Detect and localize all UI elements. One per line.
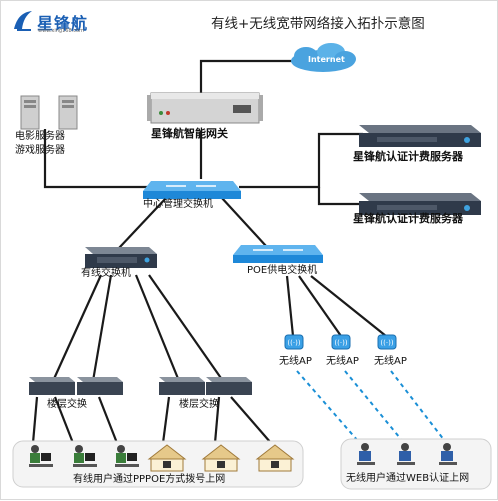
laptop-user-icon	[357, 443, 457, 465]
wireless-users-label: 无线用户通过WEB认证上网	[346, 473, 470, 484]
billing-server-label-2: 星锋航认证计费服务器	[353, 212, 463, 225]
link-servers-core	[43, 129, 151, 189]
access-point-label-2: 无线AP	[326, 356, 359, 367]
link-wired-floor3	[134, 274, 181, 382]
brand-logo: 星锋航 www.xing168.com	[7, 6, 107, 36]
link-floor-user3	[97, 396, 119, 444]
floor-switch-icon	[29, 377, 252, 395]
wired-users-area	[12, 440, 304, 488]
media-server-tower-icon	[20, 95, 78, 130]
gateway-device-icon	[147, 92, 263, 124]
link-floor-user2	[53, 396, 75, 444]
link-floor-user1	[31, 396, 39, 444]
link-wired-floor4	[148, 274, 224, 382]
internet-label: Internet	[308, 55, 345, 64]
wired-links	[31, 59, 387, 444]
svg-text:((·)): ((·))	[287, 339, 300, 347]
access-point-label-3: 无线AP	[374, 356, 407, 367]
link-core-billing2	[317, 187, 363, 206]
floor-switch-label-2: 楼层交换	[179, 399, 219, 410]
link-floor-user6	[230, 396, 272, 444]
gateway-label: 星锋航智能网关	[151, 127, 228, 140]
wireless-links	[296, 370, 452, 450]
link-wired-floor1	[51, 274, 103, 382]
billing-server-rack-icon	[359, 125, 481, 215]
wired-switch-label: 有线交换机	[81, 268, 131, 279]
wired-users-label: 有线用户通过PPPOE方式拨号上网	[73, 474, 226, 485]
logo-mark-icon	[14, 11, 32, 31]
svg-text:((·)): ((·))	[334, 339, 347, 347]
link-core-billing1	[239, 132, 363, 189]
internet-cloud-icon	[291, 43, 356, 72]
core-switch-icon	[143, 181, 241, 199]
logo-name: 星锋航	[37, 14, 89, 33]
link-poe-ap3	[310, 275, 387, 337]
poe-switch-icon	[233, 245, 323, 263]
access-point-label-1: 无线AP	[279, 356, 312, 367]
link-wired-floor2	[91, 274, 113, 382]
link-poe-ap2	[298, 275, 342, 337]
desktop-user-icon	[29, 445, 139, 467]
home-user-icon	[147, 444, 295, 472]
svg-text:((·)): ((·))	[380, 339, 393, 347]
access-point-icon: ((·)) ((·)) ((·))	[284, 334, 397, 350]
movie-server-label: 电影服务器	[15, 131, 65, 142]
floor-switch-label-1: 楼层交换	[47, 399, 87, 410]
logo-url: www.xing168.com	[38, 28, 84, 34]
wireless-users-area	[340, 438, 492, 490]
link-poe-ap1	[285, 275, 295, 337]
link-core-poe	[220, 196, 267, 247]
poe-switch-label: POE供电交换机	[247, 265, 318, 276]
link-floor-user4	[161, 396, 171, 444]
wired-switch-device-icon	[85, 247, 157, 268]
link-core-wired	[118, 196, 168, 249]
game-server-label: 游戏服务器	[15, 145, 65, 156]
diagram-title: 有线+无线宽带网络接入拓扑示意图	[211, 16, 425, 32]
link-gateway-internet	[199, 59, 297, 96]
core-switch-label: 中心管理交换机	[143, 199, 213, 210]
link-floor-user5	[213, 396, 221, 444]
billing-server-label-1: 星锋航认证计费服务器	[353, 150, 463, 163]
